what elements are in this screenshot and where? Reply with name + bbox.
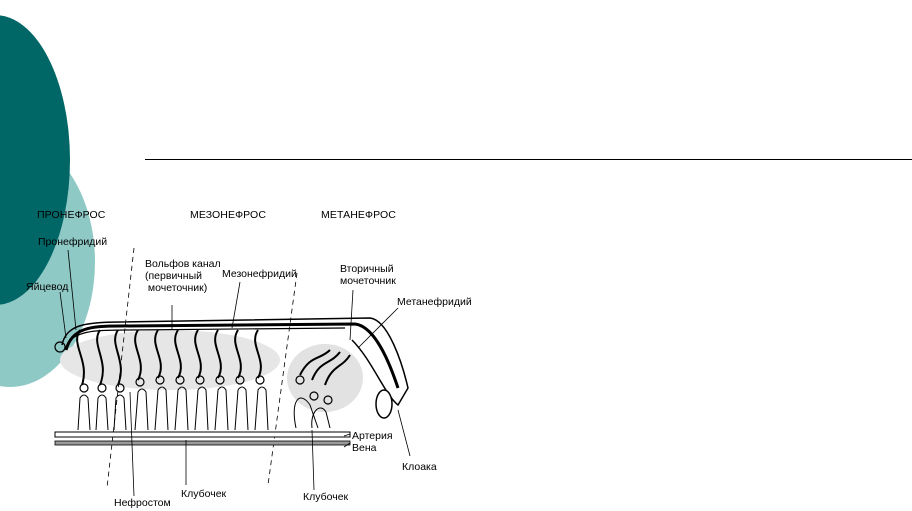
vessel-loops xyxy=(77,386,331,431)
oviduct-line xyxy=(69,327,346,341)
pronephros-funnel xyxy=(54,341,66,353)
section-mesonephros: МЕЗОНЕФРОС xyxy=(190,209,267,221)
title-divider xyxy=(145,159,912,160)
label-vein: Вена xyxy=(352,442,377,454)
leader-lines xyxy=(59,249,411,497)
section-metanephros: МЕТАНЕФРОС xyxy=(321,209,396,221)
label-metanephridium: Метанефридий xyxy=(397,296,472,308)
body-outline xyxy=(61,317,409,407)
label-oviduct: Яйцевод xyxy=(26,281,69,293)
label-wolffian-duct: Вольфов канал (первичный мочеточник) xyxy=(145,258,221,294)
dark-teal-circle xyxy=(0,15,70,305)
label-cloaca: Клоака xyxy=(402,461,437,473)
label-nephrostome: Нефростом xyxy=(114,497,171,509)
cloaca-opening xyxy=(375,389,393,419)
label-mesonephridium: Мезонефридий xyxy=(222,268,297,280)
label-secondary-ureter: Вторичный мочеточник xyxy=(340,263,396,287)
label-artery: Артерия xyxy=(352,430,393,442)
section-pronephros: ПРОНЕФРОС xyxy=(37,209,106,221)
label-glomerulus-1: Клубочек xyxy=(181,488,227,500)
wolffian-duct xyxy=(64,322,400,389)
label-glomerulus-2: Клубочек xyxy=(303,491,349,503)
vein-vessel xyxy=(54,440,351,446)
blood-vessels xyxy=(54,431,351,446)
glomeruli xyxy=(79,375,333,405)
nephric-tubules xyxy=(76,329,351,386)
artery-vessel xyxy=(54,431,351,438)
label-pronephridium: Пронефридий xyxy=(38,236,108,248)
